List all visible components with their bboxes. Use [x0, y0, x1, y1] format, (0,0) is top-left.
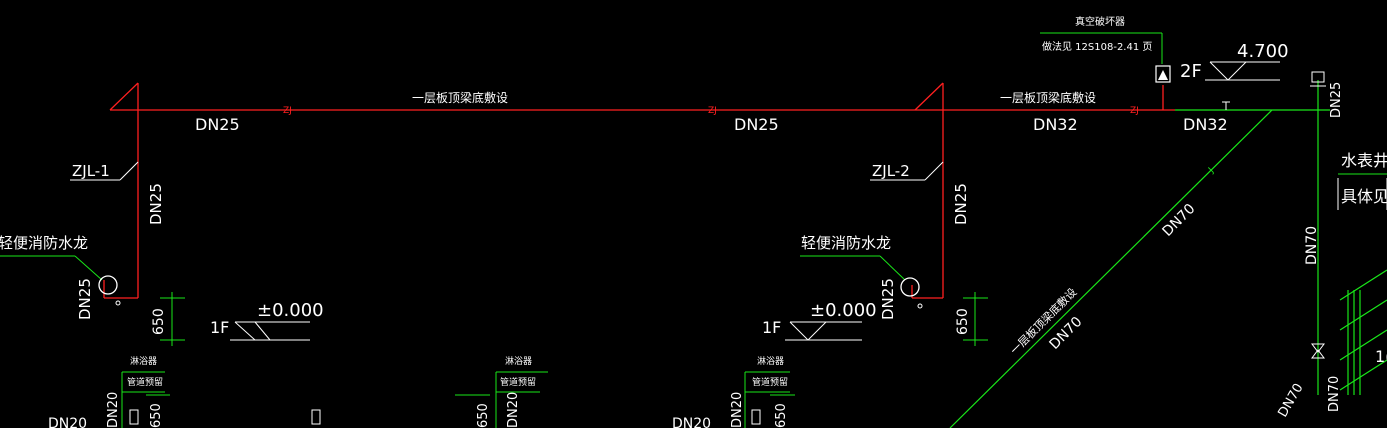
dim-650-b1: 650	[149, 403, 164, 428]
label-along-beam-1: 一层板顶梁底敷设	[412, 90, 508, 105]
dn20-h-1: DN20	[48, 416, 87, 428]
svg-text:淋浴器: 淋浴器	[505, 355, 532, 367]
svg-text:1F: 1F	[210, 318, 229, 337]
svg-text:具体见室: 具体见室	[1341, 187, 1387, 206]
svg-text:ZJ: ZJ	[283, 106, 292, 116]
level-1f-mid: 1F ±0.000	[762, 300, 877, 341]
label-dn32-1: DN32	[1033, 115, 1078, 134]
svg-text:ZJ: ZJ	[1130, 106, 1139, 116]
level-1f-left: 1F ±0.000	[210, 300, 324, 341]
vacuum-breaker: 真空破坏器 做法见 12S108-2.41 页	[1040, 15, 1171, 83]
level-2f: 2F 4.700	[1180, 41, 1289, 82]
dn70-vertical: DN70	[1304, 226, 1320, 265]
svg-text:淋浴器: 淋浴器	[757, 355, 784, 367]
svg-text:管道预留: 管道预留	[500, 376, 536, 388]
svg-text:管道预留: 管道预留	[752, 376, 788, 388]
svg-text:轻便消防水龙: 轻便消防水龙	[0, 234, 88, 252]
svg-text:轻便消防水龙: 轻便消防水龙	[801, 234, 891, 252]
hose-reel-2: 轻便消防水龙	[800, 234, 923, 309]
label-dn25-vertical-3: DN25	[76, 278, 94, 320]
riser-label-2: ZJL-2	[870, 161, 944, 181]
zj-tags: ZJ ZJ ZJ	[283, 106, 1139, 116]
valve-marks	[1222, 101, 1325, 359]
riser-label-1: ZJL-1	[70, 161, 139, 181]
label-along-beam-2: 一层板顶梁底敷设	[1000, 90, 1096, 105]
label-dn25-vertical-5: DN25	[1329, 82, 1344, 118]
dn20-v-3: DN20	[730, 392, 745, 428]
j-mark: J	[1206, 166, 1216, 176]
dim-650-text-2: 650	[955, 308, 971, 335]
right-riser-symbol	[1310, 71, 1326, 87]
dim-650-1	[160, 292, 185, 346]
svg-text:真空破坏器: 真空破坏器	[1075, 15, 1125, 28]
right-edge-1: 1(	[1375, 347, 1387, 366]
dim-650-b3: 650	[774, 403, 789, 428]
label-dn25-2: DN25	[734, 115, 779, 134]
svg-text:做法见 12S108-2.41 页: 做法见 12S108-2.41 页	[1042, 40, 1152, 53]
dim-650-2	[963, 292, 988, 346]
dn70-diag-1: DN70	[1160, 201, 1199, 240]
dn20-h-2: DN20	[672, 416, 711, 428]
shower-fixture-1: 淋浴器 管道预留	[121, 355, 170, 428]
svg-text:4.700: 4.700	[1237, 41, 1289, 62]
svg-text:管道预留: 管道预留	[127, 376, 163, 388]
meter-well: 水表井 具体见室	[1337, 151, 1387, 210]
label-dn32-2: DN32	[1183, 115, 1228, 134]
hose-reel-1: 轻便消防水龙	[0, 234, 121, 306]
green-pipes	[949, 80, 1387, 428]
svg-text:淋浴器: 淋浴器	[130, 355, 157, 367]
svg-text:1F: 1F	[762, 318, 781, 337]
dim-650-text-1: 650	[151, 308, 167, 335]
dim-650-b2: 650	[476, 403, 491, 428]
dn20-v-1: DN20	[106, 392, 121, 428]
dn70-vertical-2: DN70	[1327, 376, 1342, 412]
svg-text:ZJ: ZJ	[708, 106, 717, 116]
label-dn25-1: DN25	[195, 115, 240, 134]
label-dn25-vertical-1: DN25	[147, 183, 165, 225]
shower-fixture-2: 淋浴器 管道预留	[311, 355, 548, 428]
dn20-v-2: DN20	[506, 392, 521, 428]
shower-fixture-3: 淋浴器 管道预留	[744, 355, 795, 428]
svg-text:2F: 2F	[1180, 61, 1202, 82]
label-dn25-vertical-4: DN25	[879, 278, 897, 320]
svg-text:±0.000: ±0.000	[810, 300, 877, 321]
svg-text:水表井: 水表井	[1341, 151, 1387, 170]
label-dn25-vertical-2: DN25	[952, 183, 970, 225]
dn70-diag-3: DN70	[1275, 381, 1306, 420]
main-red-pipe	[103, 82, 1175, 299]
svg-text:±0.000: ±0.000	[257, 300, 324, 321]
svg-text:ZJL-2: ZJL-2	[872, 162, 910, 180]
svg-text:ZJL-1: ZJL-1	[72, 162, 110, 180]
